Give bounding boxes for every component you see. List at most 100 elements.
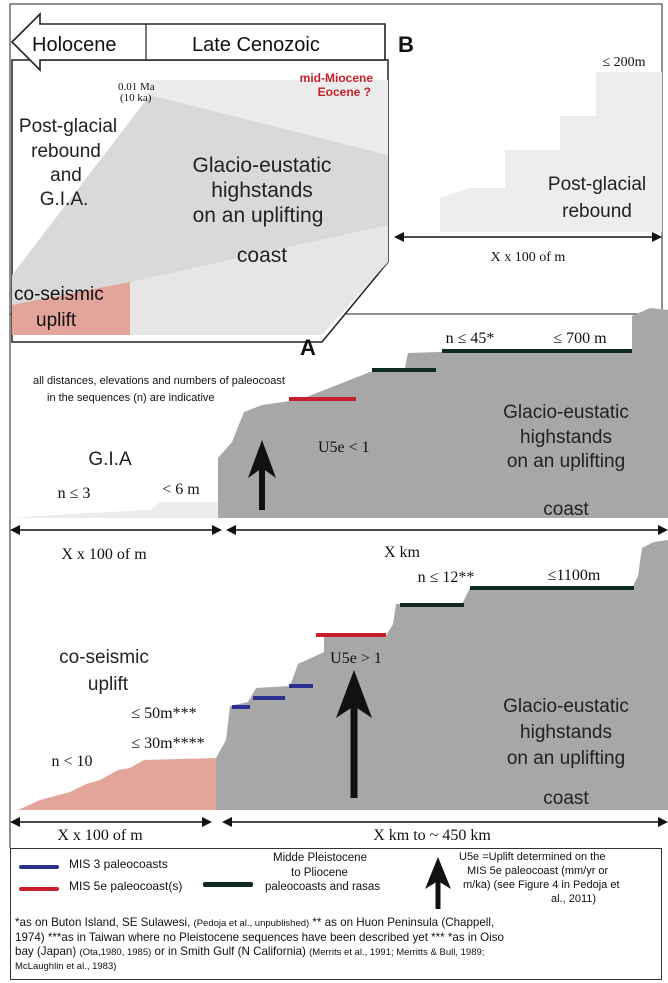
dist-bottom-right-head-r <box>658 817 668 827</box>
pgr-line-4: G.I.A. <box>40 189 89 210</box>
n-45-label: n ≤ 45* <box>446 330 495 347</box>
gia-n-label: n ≤ 3 <box>58 485 91 502</box>
gia-wedge <box>12 502 218 518</box>
dist-top-left-label: X x 100 of m <box>61 546 147 563</box>
cs-inset-line-2: uplift <box>36 310 77 331</box>
indicative-note-1: all distances, elevations and numbers of… <box>33 375 285 387</box>
cs-staircase <box>18 758 216 810</box>
ge-top-line-4: coast <box>543 499 589 520</box>
pgr-distance-label: X x 100 of m <box>491 250 566 265</box>
pgr-distance-right-head <box>652 232 662 242</box>
footnote-line-1: *as on Buton Island, SE Sulawesi, (Pedoj… <box>15 916 655 931</box>
dist-bottom-left-head-r <box>202 817 212 827</box>
age-miocene: mid-Miocene <box>300 71 374 85</box>
ge-bottom-line-3: on an uplifting <box>507 748 625 769</box>
holocene-label: Holocene <box>32 34 117 56</box>
ge-top-line-1: Glacio-eustatic <box>503 402 629 423</box>
panel-b-letter: B <box>398 32 414 57</box>
dist-top-left-head-l <box>10 525 20 535</box>
plio-label-1: Midde Pleistocene <box>273 852 367 864</box>
ge-bottom-line-4: coast <box>543 788 589 809</box>
footnote-line-2: 1974) ***as in Taiwan where no Pleistoce… <box>15 931 504 944</box>
footnote-1b: (Pedoja et al., unpublished) <box>193 918 310 929</box>
panel-a-top: A n ≤ 45* ≤ 700 m all distances, elevati… <box>10 308 668 563</box>
cs-bottom-line-1: co-seismic <box>59 647 149 668</box>
panel-a-letter: A <box>300 335 316 360</box>
mis3-label: MIS 3 paleocoasts <box>69 857 168 871</box>
indicative-note-2: in the sequences (n) are indicative <box>47 392 215 404</box>
footnote-3d: (Merrits et al., 1991; Merritts & Bull, … <box>309 947 485 958</box>
u5e-legend-arrow <box>425 857 451 909</box>
mis5e-label: MIS 5e paleocoast(s) <box>69 879 183 893</box>
dist-top-right-label: X km <box>384 544 421 561</box>
u5e-legend-4: al., 2011) <box>551 893 597 905</box>
elev-50-label: ≤ 50m*** <box>131 705 196 722</box>
dist-top-left-head-r <box>212 525 222 535</box>
footnote-1a: *as on Buton Island, SE Sulawesi, <box>15 916 194 929</box>
ge-wedge-top <box>150 80 388 155</box>
plio-label-3: paleocoasts and rasas <box>265 881 381 893</box>
ge-staircase-top <box>218 308 668 518</box>
ge-inset-line-2: highstands <box>211 179 313 202</box>
u5e-legend-2: MIS 5e paleocoast (mm/yr or <box>467 865 609 877</box>
timeline-arrow <box>10 12 386 72</box>
ge-bottom-line-1: Glacio-eustatic <box>503 696 629 717</box>
u5e-legend-arrow-head <box>425 857 451 889</box>
panel-a-bottom: n ≤ 12** ≤1100m U5e > 1 co-seismic uplif… <box>10 540 668 844</box>
uplift-arrow-top-head <box>248 440 276 478</box>
pgr-staircase <box>398 72 662 232</box>
ge-top-line-3: on an uplifting <box>507 451 625 472</box>
dist-top-right-head-l <box>226 525 236 535</box>
ge-text-top: Glacio-eustatic highstands on an uplifti… <box>503 402 629 520</box>
uplift-arrow-bottom-head <box>336 670 372 718</box>
plio-swatch <box>203 882 253 887</box>
footnote-3c: or in Smith Gulf (N California) <box>151 945 310 958</box>
n-12-label: n ≤ 12** <box>418 569 475 586</box>
age-eocene: Eocene ? <box>318 85 371 99</box>
ge-staircase-bottom <box>216 540 668 810</box>
u5e-lt1-label: U5e < 1 <box>318 439 370 456</box>
dist-top-right-head-r <box>658 525 668 535</box>
plio-label-2: to Pliocene <box>291 867 348 879</box>
footnote-line-4: McLaughlin et al., 1983) <box>15 961 117 972</box>
pgr-line-1: Post-glacial <box>19 116 117 137</box>
pgr-right-line-1: Post-glacial <box>548 174 646 195</box>
cs-inset-line-1: co-seismic <box>14 284 104 305</box>
elev-700-label: ≤ 700 m <box>553 330 607 347</box>
cs-bottom-line-2: uplift <box>88 674 129 695</box>
ge-inset-line-3: on an uplifting <box>193 204 324 227</box>
footnote-1c: ** as on Huon Peninsula (Chappell, <box>309 916 495 929</box>
footnote-line-3: bay (Japan) (Ota,1980, 1985) or in Smith… <box>15 945 655 960</box>
ge-bottom-line-2: highstands <box>520 722 612 743</box>
n-10-label: n < 10 <box>51 753 92 770</box>
dist-bottom-right-label: X km to ~ 450 km <box>373 827 491 844</box>
co-seismic-wedge <box>12 282 130 335</box>
footnote-3a: bay (Japan) <box>15 945 80 958</box>
ge-inset-line-4: coast <box>237 244 287 267</box>
pgr-distance-left-head <box>394 232 404 242</box>
mis3-swatch <box>19 865 59 869</box>
figure-canvas: Holocene Late Cenozoic B 0.01 Ma (10 ka)… <box>9 3 668 848</box>
ge-text-inset: Glacio-eustatic highstands on an uplifti… <box>193 154 332 267</box>
dist-bottom-left-head-l <box>10 817 20 827</box>
age-marker-ka: (10 ka) <box>120 92 152 104</box>
pgr-right-line-2: rebound <box>562 201 632 222</box>
dist-bottom-right-head-l <box>222 817 232 827</box>
ge-top-line-2: highstands <box>520 427 612 448</box>
u5e-legend-3: m/ka) (see Figure 4 in Pedoja et <box>463 879 620 891</box>
ge-lower-band <box>130 225 388 335</box>
gia-label: G.I.A <box>88 449 132 470</box>
ge-inset-line-1: Glacio-eustatic <box>193 154 332 177</box>
pgr-line-2: rebound <box>31 141 101 162</box>
mis5e-swatch <box>19 887 59 891</box>
elev-30-label: ≤ 30m**** <box>131 735 204 752</box>
cs-text-inset: co-seismic uplift <box>14 284 104 331</box>
elev-1100-label: ≤1100m <box>548 567 601 584</box>
late-cenozoic-label: Late Cenozoic <box>192 34 320 56</box>
age-marker-ma: 0.01 Ma <box>118 81 155 93</box>
pgr-elevation: ≤ 200m <box>602 55 645 70</box>
dist-bottom-left-label: X x 100 of m <box>57 827 143 844</box>
pgr-text: Post-glacial rebound and G.I.A. <box>19 116 117 210</box>
u5e-legend-1: U5e =Uplift determined on the <box>459 851 606 863</box>
pgr-line-3: and <box>50 165 82 186</box>
